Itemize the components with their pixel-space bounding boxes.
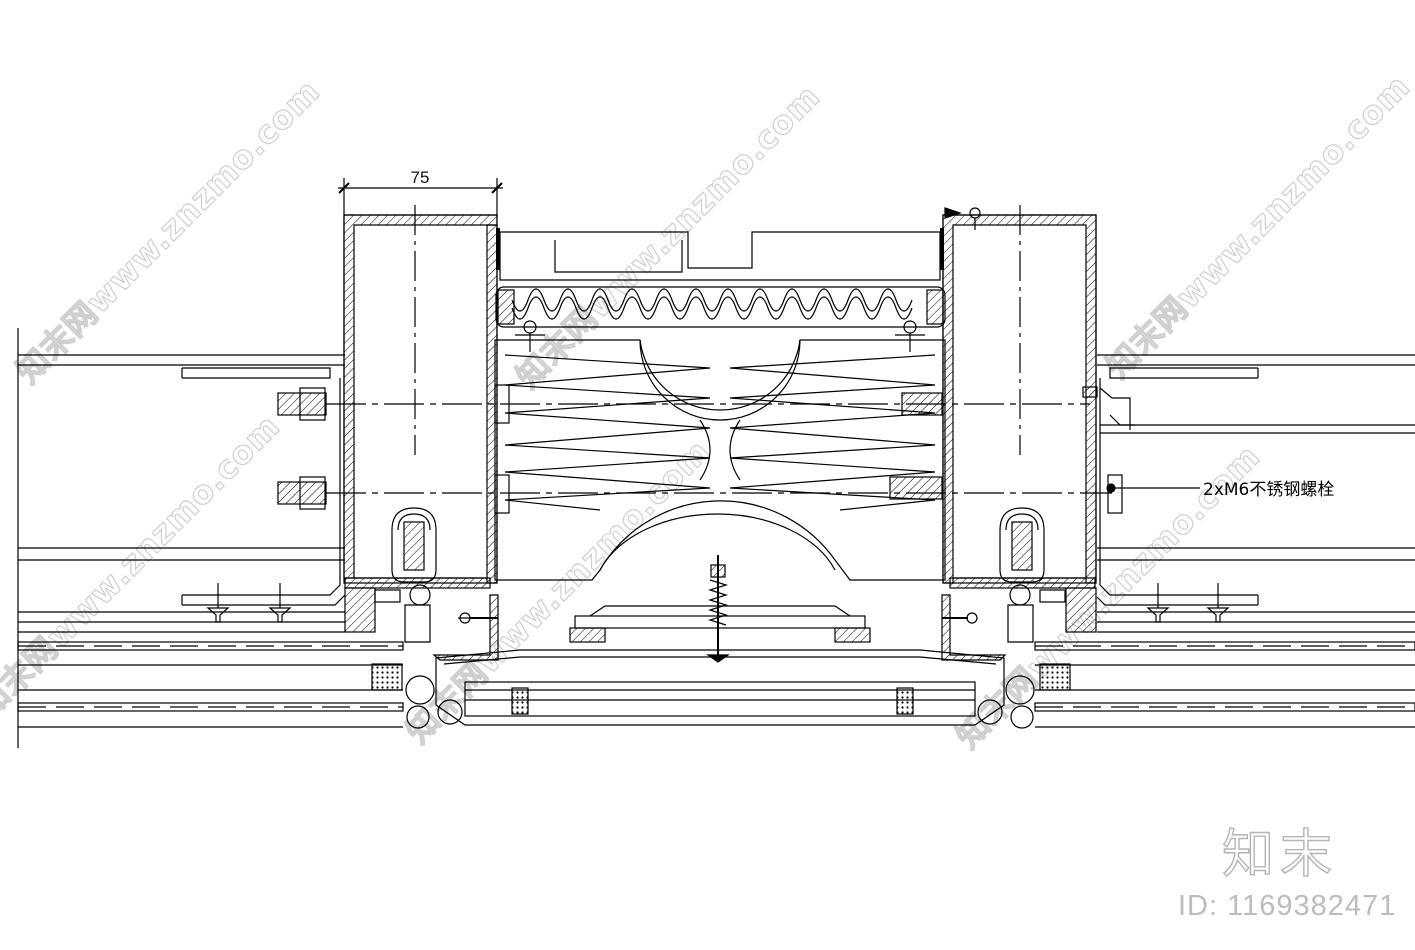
watermark-id: ID: 1169382471 [1178,890,1397,922]
seal-screws [515,320,925,352]
insulation-core [494,339,946,581]
top-screws [944,207,981,230]
watermark-layer: 知末网www.znzmo.com 知末网www.znzmo.com 知末网www… [0,66,1415,756]
watermark-text-5: 知末网www.znzmo.com [399,432,718,751]
flexible-seal [495,286,946,328]
linework [17,178,1415,748]
top-cover [496,228,944,281]
bracket-screws [206,583,1230,623]
watermark-text-1: 知末网www.znzmo.com [9,72,328,391]
left-clamp [344,507,499,729]
watermark-text-3: 知末网www.znzmo.com [1099,67,1415,386]
watermark-logo: 知末 [1221,824,1339,885]
right-clamp [941,507,1097,729]
bolt-callout-label: 2xM6不锈钢螺栓 [1203,480,1334,500]
bottom-cover [435,555,1005,726]
watermark-text-4: 知末网www.znzmo.com [0,407,287,726]
dimension-75 [338,178,503,215]
dimension-label: 75 [411,168,430,187]
through-bolts [277,384,1200,514]
right-fitting [1082,386,1135,430]
watermark-text-2: 知末网www.znzmo.com [509,77,828,396]
